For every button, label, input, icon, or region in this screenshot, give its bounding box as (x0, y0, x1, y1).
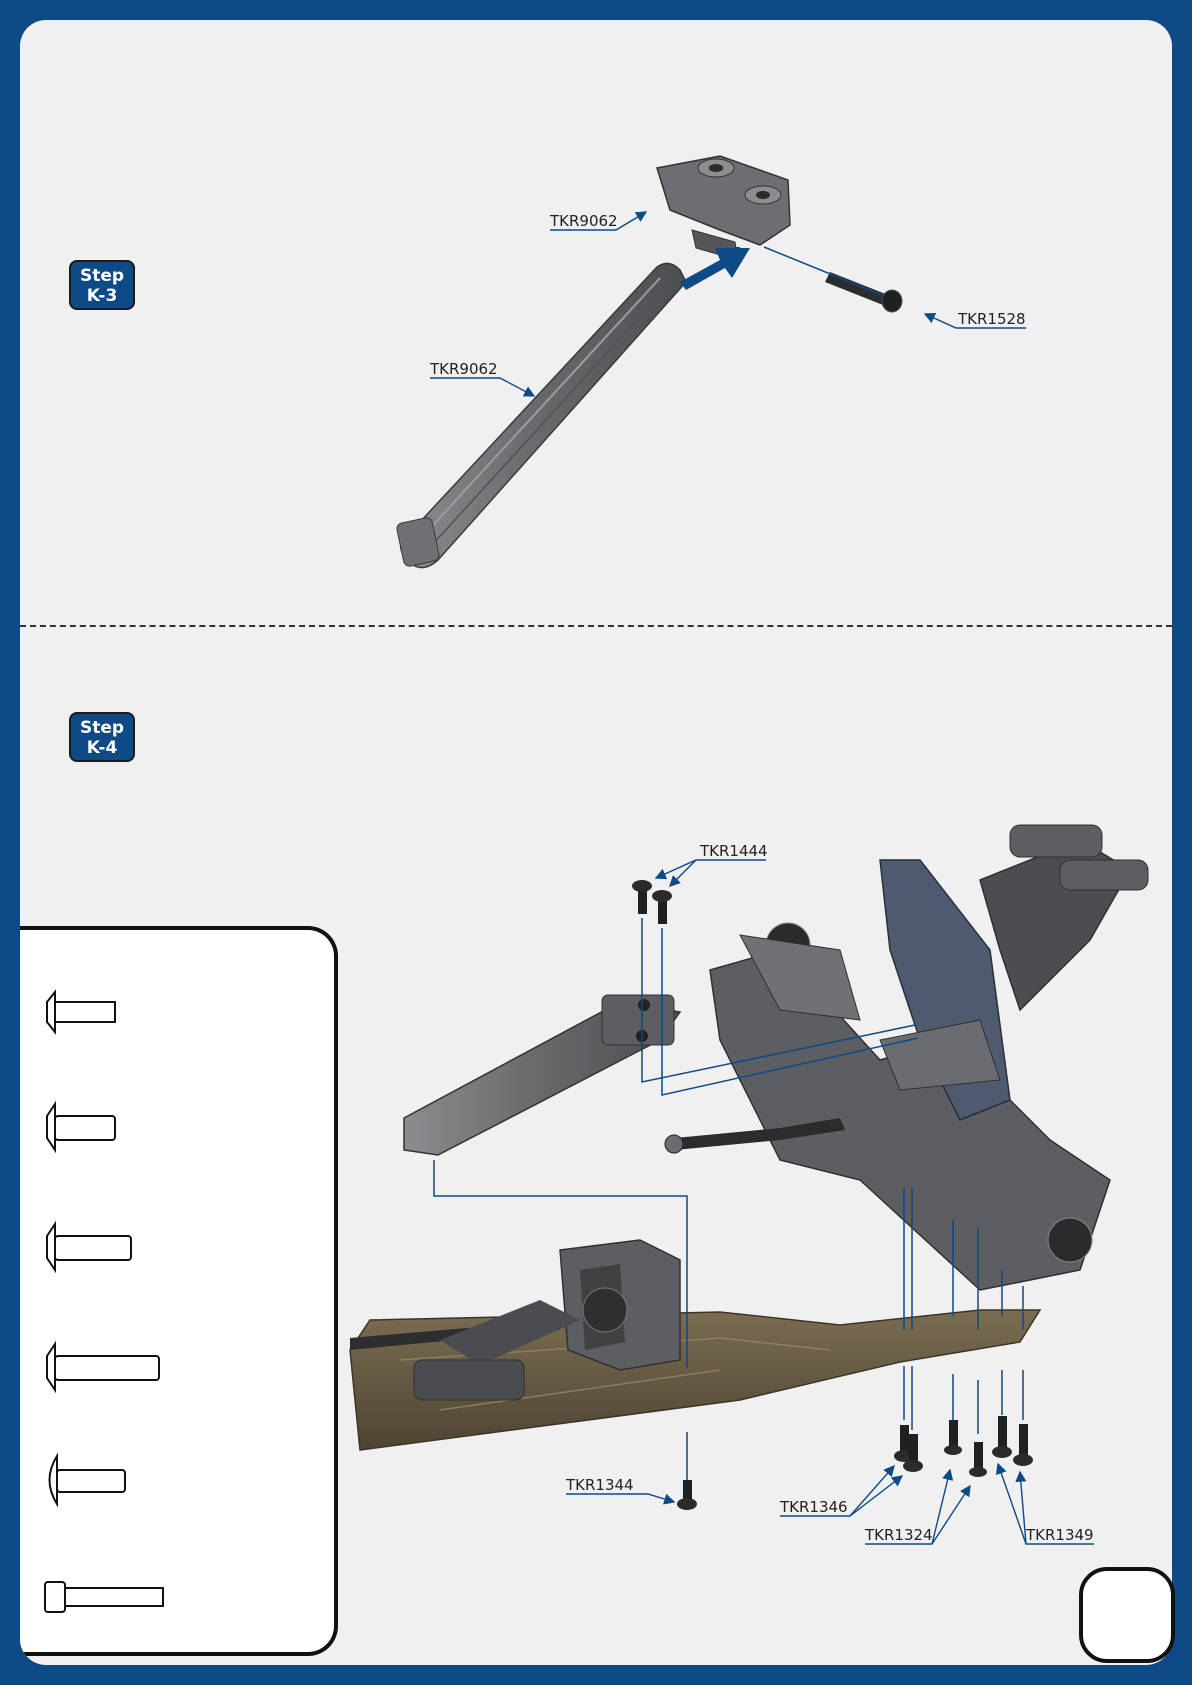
callout-tkr1344: TKR1344 (565, 1476, 634, 1494)
button-head-screw-icon (50, 1456, 126, 1504)
flat-head-screw-short-icon (47, 992, 115, 1032)
arm-part (401, 263, 686, 567)
flat-head-screw-xlong-icon (47, 1344, 159, 1390)
callout-tkr1324: TKR1324 (864, 1526, 933, 1544)
callout-tkr1444: TKR1444 (699, 842, 768, 860)
callout-tkr9062-arm: TKR9062 (429, 360, 498, 378)
screws-bottom (677, 1416, 1033, 1510)
flat-head-screw-long-icon (47, 1224, 131, 1270)
callout-tkr1346: TKR1346 (779, 1498, 848, 1516)
hardware-legend-icons (20, 930, 334, 1656)
instruction-sheet: Step K-3 Step K-4 (20, 20, 1172, 1665)
insert-arrow (680, 248, 750, 290)
steering-arm-assembly (404, 995, 680, 1155)
page-number-box (1079, 1567, 1175, 1663)
screws-tkr1444 (632, 880, 672, 924)
step-k4-illustration: TKR1444 TKR1344 TKR1346 TKR1324 TKR1349 (350, 825, 1148, 1544)
screw-tkr1528 (825, 272, 902, 312)
callout-tkr1349: TKR1349 (1025, 1526, 1094, 1544)
mount-block-part (657, 156, 790, 260)
front-suspension (710, 825, 1148, 1290)
cap-head-screw-icon (45, 1582, 163, 1612)
callout-tkr1528: TKR1528 (957, 310, 1026, 328)
step-k3-illustration: TKR9062 TKR9062 TKR1528 (396, 156, 1026, 568)
callout-tkr9062-block: TKR9062 (549, 212, 618, 230)
hardware-legend-box (20, 926, 338, 1656)
flat-head-screw-medium-icon (47, 1104, 115, 1150)
